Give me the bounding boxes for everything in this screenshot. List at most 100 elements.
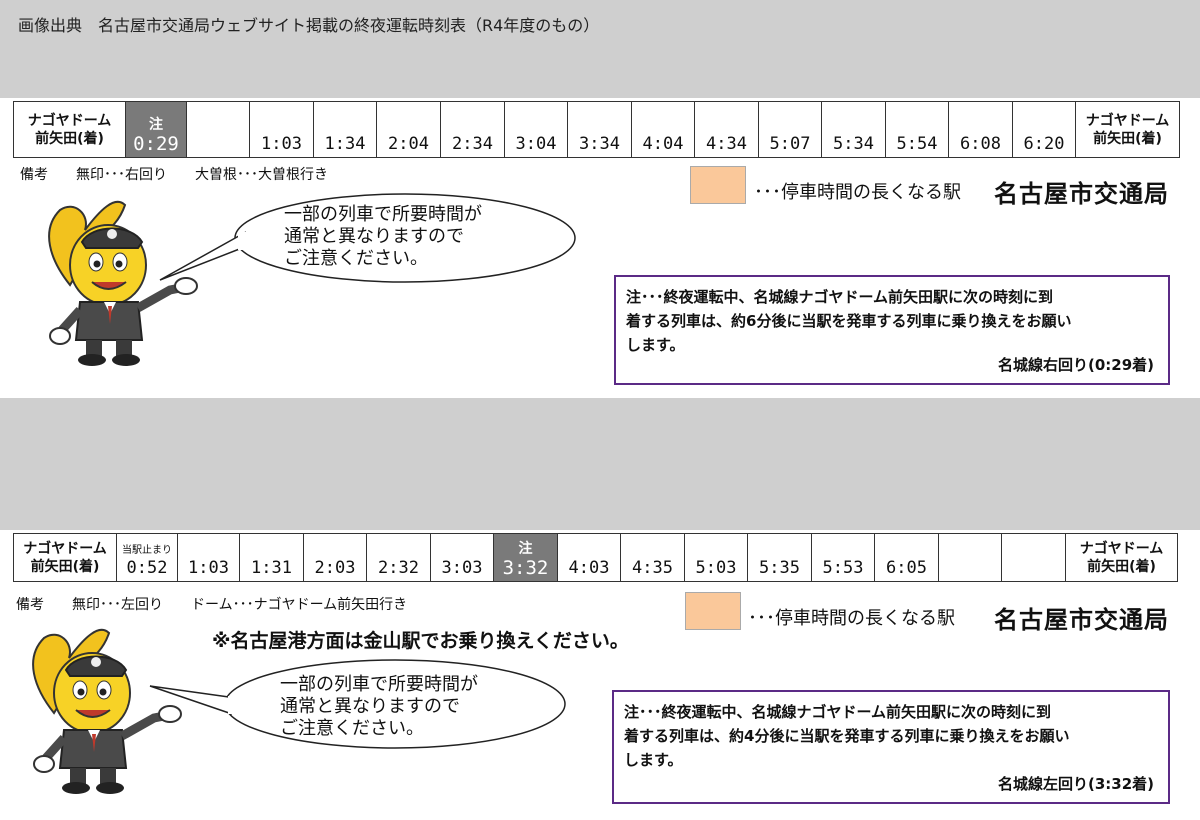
legend-swatch-2 bbox=[685, 592, 741, 630]
time-cell bbox=[186, 101, 250, 158]
time-cell: 6:08 bbox=[948, 101, 1013, 158]
station-name-line1: ナゴヤドーム bbox=[1079, 540, 1164, 557]
departure-time: 0:29 bbox=[133, 133, 179, 155]
note-line: 注･･･終夜運転中、名城線ナゴヤドーム前矢田駅に次の時刻に到 bbox=[624, 703, 1052, 721]
time-cell: 4:03 bbox=[557, 533, 621, 582]
bubble-line: 一部の列車で所要時間が bbox=[280, 674, 478, 695]
departure-time: 2:34 bbox=[452, 134, 493, 154]
departure-time bbox=[939, 579, 1001, 581]
departure-time: 5:53 bbox=[822, 558, 864, 578]
time-cell: 3:34 bbox=[567, 101, 632, 158]
time-cell: 6:05 bbox=[874, 533, 939, 582]
departure-time: 2:04 bbox=[388, 134, 429, 154]
station-left-cell: ナゴヤドーム 前矢田(着) bbox=[13, 533, 117, 582]
image-source-caption: 画像出典 名古屋市交通局ウェブサイト掲載の終夜運転時刻表（R4年度のもの） bbox=[18, 16, 600, 35]
station-name-line2: 前矢田(着) bbox=[1093, 130, 1162, 147]
departure-time: 1:03 bbox=[261, 134, 302, 154]
departure-time bbox=[187, 155, 249, 157]
station-name-line1: ナゴヤドーム bbox=[23, 540, 107, 557]
bubble-line: 通常と異なりますので bbox=[284, 226, 464, 247]
top-gray-band bbox=[0, 0, 1200, 98]
station-name-line2: 前矢田(着) bbox=[1087, 558, 1156, 575]
departure-time: 4:03 bbox=[568, 558, 610, 578]
bubble-line: 一部の列車で所要時間が bbox=[284, 204, 482, 225]
time-cell: 3:04 bbox=[504, 101, 568, 158]
bureau-name-1: 名古屋市交通局 bbox=[994, 180, 1169, 208]
time-cell bbox=[938, 533, 1002, 582]
departure-time: 4:04 bbox=[642, 134, 684, 154]
time-cell: 3:03 bbox=[430, 533, 494, 582]
station-name-line2: 前矢田(着) bbox=[30, 558, 100, 575]
departure-time: 5:34 bbox=[833, 134, 874, 154]
bubble-line: ご注意ください。 bbox=[280, 718, 424, 739]
departure-time: 2:32 bbox=[378, 558, 419, 578]
note-line: 着する列車は、約6分後に当駅を発車する列車に乗り換えをお願い bbox=[626, 312, 1072, 330]
time-cell: 4:34 bbox=[694, 101, 759, 158]
time-cell: 1:03 bbox=[177, 533, 240, 582]
departure-time: 4:34 bbox=[706, 134, 747, 154]
note-line: します。 bbox=[626, 336, 685, 354]
bubble-text-1: 一部の列車で所要時間が 通常と異なりますので ご注意ください。 bbox=[284, 204, 482, 270]
departure-time: 5:54 bbox=[896, 134, 938, 154]
note-line: します。 bbox=[624, 751, 683, 769]
departure-time: 1:03 bbox=[188, 558, 229, 578]
time-cell: 5:34 bbox=[821, 101, 886, 158]
time-cell: 1:03 bbox=[249, 101, 314, 158]
departure-time: 0:52 bbox=[126, 558, 168, 578]
time-cell: 2:32 bbox=[366, 533, 431, 582]
departure-time: 6:20 bbox=[1023, 134, 1065, 154]
note-reference: 名城線左回り(3:32着) bbox=[997, 775, 1154, 793]
station-right-cell: ナゴヤドーム 前矢田(着) bbox=[1075, 101, 1180, 158]
legend-text-2: ･･･停車時間の長くなる駅 bbox=[748, 608, 955, 629]
remarks-2: 備考 無印･･･左回り ドーム･･･ナゴヤドーム前矢田行き bbox=[16, 597, 408, 613]
speech-bubble-2 bbox=[149, 659, 566, 749]
time-cell: 2:34 bbox=[440, 101, 505, 158]
legend-swatch-1 bbox=[690, 166, 746, 204]
departure-time: 5:35 bbox=[759, 558, 800, 578]
station-left-cell: ナゴヤドーム 前矢田(着) bbox=[13, 101, 126, 158]
time-cell: 2:04 bbox=[376, 101, 441, 158]
time-cell: 5:54 bbox=[885, 101, 949, 158]
time-cell: 1:34 bbox=[313, 101, 377, 158]
station-right-cell: ナゴヤドーム 前矢田(着) bbox=[1065, 533, 1178, 582]
bubble-text-2: 一部の列車で所要時間が 通常と異なりますので ご注意ください。 bbox=[280, 674, 478, 740]
note-reference: 名城線右回り(0:29着) bbox=[997, 356, 1154, 374]
departure-time: 4:35 bbox=[632, 558, 673, 578]
departure-time: 6:05 bbox=[886, 558, 927, 578]
note-mark: 注 bbox=[149, 117, 163, 133]
note-line: 着する列車は、約4分後に当駅を発車する列車に乗り換えをお願い bbox=[624, 727, 1070, 745]
time-cell: 4:04 bbox=[631, 101, 695, 158]
time-cell: 2:03 bbox=[303, 533, 367, 582]
time-cell: 5:03 bbox=[684, 533, 748, 582]
station-name-line1: ナゴヤドーム bbox=[27, 112, 112, 129]
station-name-line1: ナゴヤドーム bbox=[1085, 112, 1170, 129]
departure-time bbox=[1002, 579, 1065, 581]
shachi-mascot-icon bbox=[32, 628, 182, 794]
note-mark: 注 bbox=[518, 541, 533, 557]
station-name-line2: 前矢田(着) bbox=[35, 130, 104, 147]
bubble-line: 通常と異なりますので bbox=[280, 696, 460, 717]
shachi-mascot-icon bbox=[48, 200, 198, 366]
speech-bubble-1 bbox=[159, 193, 576, 283]
remarks-1: 備考 無印･･･右回り 大曽根･･･大曽根行き bbox=[20, 167, 328, 183]
time-cell: 5:53 bbox=[811, 533, 875, 582]
departure-time: 3:32 bbox=[502, 557, 549, 579]
transfer-note-1: 注･･･終夜運転中、名城線ナゴヤドーム前矢田駅に次の時刻に到 着する列車は、約6… bbox=[614, 275, 1170, 385]
bureau-name-2: 名古屋市交通局 bbox=[994, 606, 1169, 634]
departure-time: 5:07 bbox=[769, 134, 811, 154]
departure-time: 3:34 bbox=[579, 134, 620, 154]
departure-time: 6:08 bbox=[960, 134, 1001, 154]
departure-time: 2:03 bbox=[314, 558, 356, 578]
departure-time: 1:34 bbox=[324, 134, 366, 154]
departure-time: 5:03 bbox=[695, 558, 737, 578]
time-cell: 6:20 bbox=[1012, 101, 1076, 158]
time-cell: 5:07 bbox=[758, 101, 822, 158]
departure-time: 1:31 bbox=[251, 558, 292, 578]
time-cell bbox=[1001, 533, 1066, 582]
